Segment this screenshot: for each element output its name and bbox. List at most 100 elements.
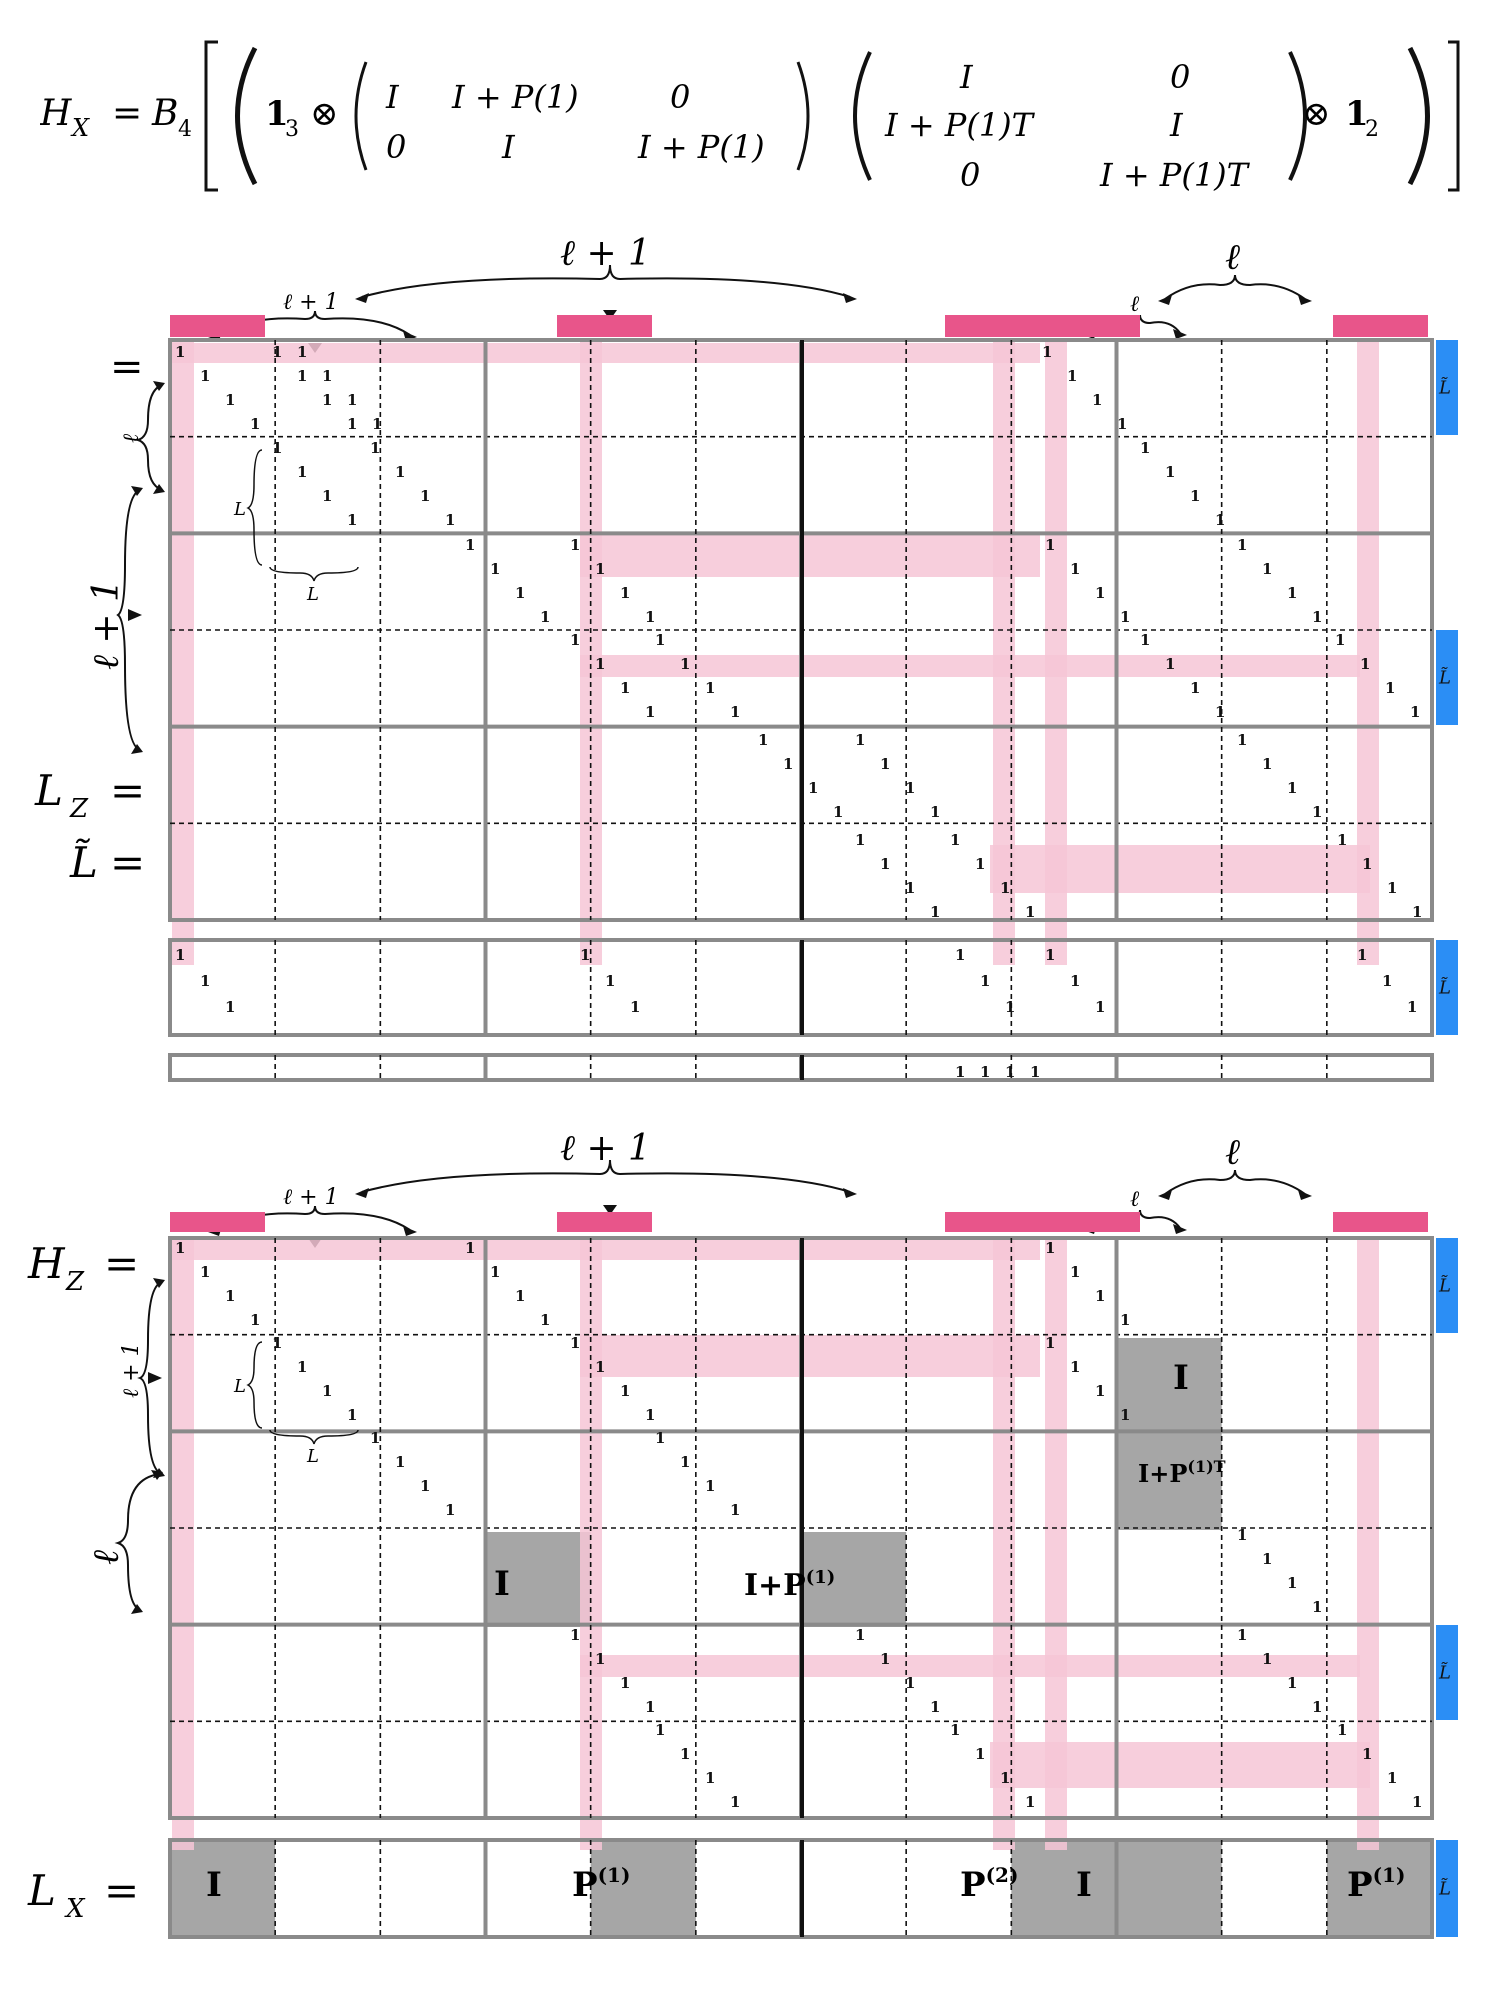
hx-one: 1: [1362, 855, 1372, 873]
m2-right-paren: [1288, 51, 1307, 181]
hx-one: 1: [540, 608, 550, 626]
left-brace-l-plus-1: [116, 489, 141, 751]
bottom-column-braces: [214, 1159, 1306, 1231]
formula-one2-sub: 2: [1365, 117, 1379, 142]
hx-one: 1: [1070, 560, 1080, 578]
formula-eq: =: [112, 93, 142, 134]
hz-ones: 1111111111111111111111111111111111111111…: [175, 1239, 1422, 1811]
hz-one: 1: [570, 1626, 580, 1644]
formula-op-sub: 4: [178, 117, 192, 142]
hz-one: 1: [445, 1501, 455, 1519]
lx-gray-block: [170, 1840, 276, 1937]
lx-label: L: [27, 1866, 56, 1915]
hz-one: 1: [175, 1239, 185, 1257]
hz-ltilde-tab-3-label: L̃: [1438, 1877, 1451, 1899]
hz-ltilde-tab-2: [1436, 1625, 1458, 1720]
magenta-header-bars: [170, 315, 1428, 337]
hx-one: 1: [1000, 879, 1010, 897]
hx-one: 1: [655, 631, 665, 649]
hx-one: 1: [395, 463, 405, 481]
hz-block-IP1-label: I+P(1): [744, 1567, 835, 1603]
lz-label: L: [34, 766, 63, 815]
hx-one: 1: [1360, 655, 1370, 673]
hx-one: 1: [783, 755, 793, 773]
hx-one: 1: [705, 679, 715, 697]
hx-one: 1: [905, 779, 915, 797]
hx-one: 1: [1312, 608, 1322, 626]
pink-column-strip: [172, 340, 194, 965]
hz-one: 1: [225, 1287, 235, 1305]
hz-one: 1: [975, 1745, 985, 1763]
hx-one: 1: [175, 343, 185, 361]
hx-one: 1: [808, 779, 818, 797]
hx-one: 1: [370, 439, 380, 457]
formula-otimes-1: ⊗: [310, 94, 339, 134]
gray-block: [1116, 1433, 1222, 1530]
hx-one: 1: [1412, 903, 1422, 921]
gray-block: [485, 1532, 591, 1627]
formula-one3-sub: 3: [285, 117, 299, 142]
hz-one: 1: [730, 1501, 740, 1519]
hx-one: 1: [1190, 487, 1200, 505]
b-left-brace-l-plus-1: [137, 1281, 163, 1475]
hx-one: 1: [322, 367, 332, 385]
hz-ltilde-tab-3: [1436, 1840, 1458, 1937]
lz-one: 1: [1095, 998, 1105, 1016]
lz-one: 1: [225, 998, 235, 1016]
formula-one3: 1: [265, 94, 289, 134]
m1-cells: I I + P(1) 0 0 I I + P(1): [385, 78, 765, 166]
hx-one: 1: [645, 703, 655, 721]
hz-block-I-label: I: [1173, 1358, 1189, 1398]
hx-one: 1: [1140, 439, 1150, 457]
m2-r2c1: I + P(1)T: [1099, 156, 1251, 194]
right-paren-outer: [1407, 46, 1430, 186]
hz-ltilde-tab-1: [1436, 1238, 1458, 1333]
b-left-label-l: ℓ: [86, 1550, 127, 1565]
lz-one: 1: [955, 946, 965, 964]
hx-one: 1: [1262, 560, 1272, 578]
hx-one: 1: [1387, 879, 1397, 897]
hz-one: 1: [1120, 1406, 1130, 1424]
hx-one: 1: [1165, 463, 1175, 481]
left-square-bracket: [204, 40, 218, 192]
hx-one: 1: [570, 536, 580, 554]
brace-l-plus-1-small: [214, 310, 411, 336]
hz-one: 1: [1412, 1793, 1422, 1811]
m2-r2c0: 0: [960, 156, 980, 194]
pink-row-strip: [990, 845, 1370, 893]
hx-one: 1: [1237, 731, 1247, 749]
left-brace-l: [134, 384, 163, 491]
m2-r0c0: I: [959, 58, 974, 96]
hx-one: 1: [1117, 415, 1127, 433]
hz-one: 1: [420, 1477, 430, 1495]
hz-sub: Z: [65, 1267, 85, 1297]
m1-r1c0: 0: [386, 128, 406, 166]
hz-one: 1: [645, 1698, 655, 1716]
hx-one: 1: [645, 608, 655, 626]
b-brace-l-plus-1-big: [361, 1159, 851, 1193]
hx-one: 1: [1045, 536, 1055, 554]
hx-one: 1: [570, 631, 580, 649]
hx-one: 1: [225, 391, 235, 409]
hx-one: 1: [515, 584, 525, 602]
hx-one: 1: [1140, 631, 1150, 649]
hx-one: 1: [620, 584, 630, 602]
hz-one: 1: [1025, 1793, 1035, 1811]
m2-r1c1: I: [1169, 106, 1184, 144]
ltilde-tab-3-label: L̃: [1438, 976, 1451, 998]
hx-one: 1: [975, 855, 985, 873]
hz-one: 1: [730, 1793, 740, 1811]
hx-one: 1: [930, 903, 940, 921]
hx-one: 1: [1385, 679, 1395, 697]
hx-one: 1: [272, 439, 282, 457]
hz-ltilde-tab-1-label: L̃: [1438, 1274, 1451, 1296]
hz-one: 1: [1262, 1550, 1272, 1568]
hz-one: 1: [680, 1745, 690, 1763]
hx-pink-strips: [170, 340, 1379, 965]
hx-one: 1: [880, 755, 890, 773]
b-label-l-plus-1-big: ℓ + 1: [560, 1128, 651, 1169]
hz-one: 1: [250, 1311, 260, 1329]
hz-pink-strips: [170, 1238, 1379, 1850]
hz-eq: =: [104, 1239, 139, 1288]
